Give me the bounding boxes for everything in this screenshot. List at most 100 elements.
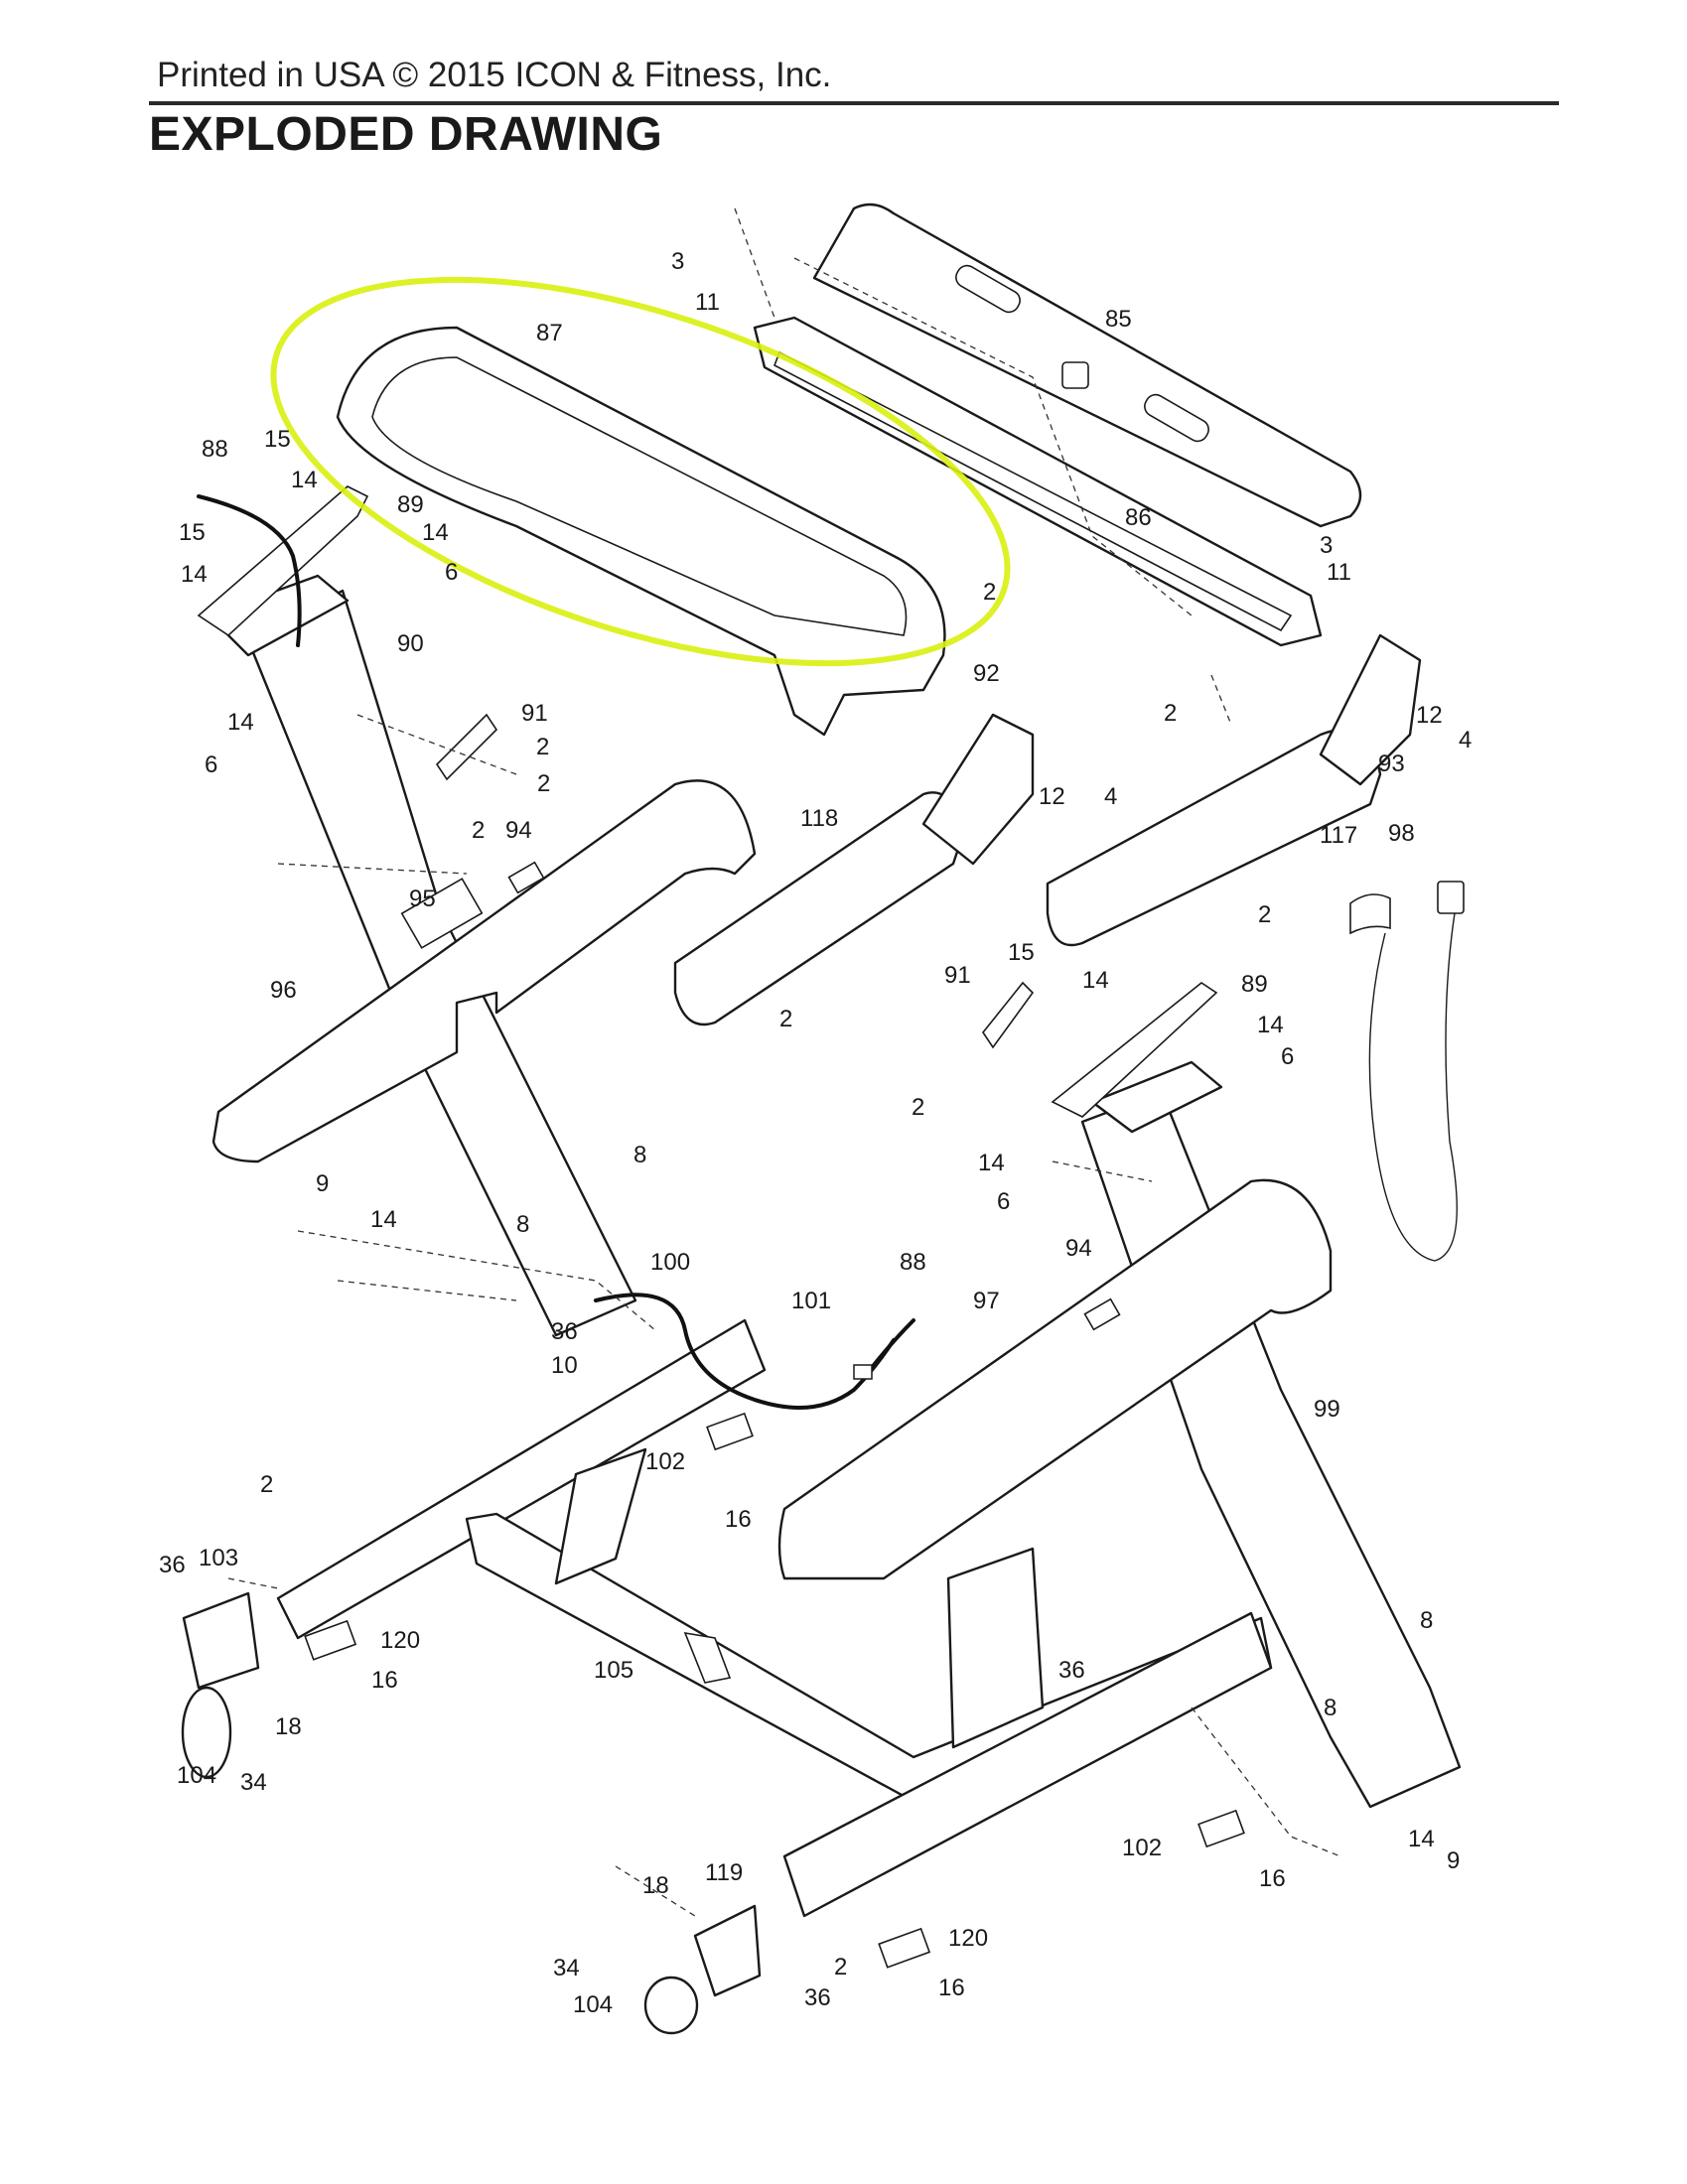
callout-98: 98 bbox=[1388, 820, 1415, 847]
callout-120a: 120 bbox=[380, 1627, 420, 1654]
part-88-wire-upper bbox=[197, 494, 302, 647]
callout-6c: 6 bbox=[1281, 1043, 1294, 1070]
callout-87: 87 bbox=[536, 320, 563, 346]
callout-118: 118 bbox=[800, 805, 838, 832]
callout-16c: 16 bbox=[1259, 1865, 1286, 1892]
callout-6a: 6 bbox=[445, 559, 458, 586]
page-title: EXPLODED DRAWING bbox=[149, 108, 663, 161]
callout-8b: 8 bbox=[516, 1211, 529, 1238]
part-86-console-frame-inner bbox=[773, 350, 1293, 632]
part-105-base-frame bbox=[276, 1318, 1273, 1918]
callout-36b: 36 bbox=[159, 1552, 186, 1578]
callout-16b: 16 bbox=[371, 1667, 398, 1694]
callout-2b: 2 bbox=[1164, 700, 1177, 727]
part-100-wire bbox=[594, 1293, 896, 1410]
callout-14i: 14 bbox=[1408, 1826, 1435, 1852]
callout-93: 93 bbox=[1378, 751, 1405, 777]
callout-88b: 88 bbox=[900, 1249, 926, 1276]
part-103-foot-left bbox=[182, 1591, 260, 1690]
callout-4b: 4 bbox=[1459, 727, 1472, 753]
callout-119: 119 bbox=[705, 1859, 743, 1886]
callout-2c: 2 bbox=[536, 734, 549, 760]
callout-8c: 8 bbox=[1420, 1607, 1433, 1634]
callout-91b: 91 bbox=[944, 962, 971, 989]
callout-10: 10 bbox=[551, 1352, 578, 1379]
callout-8a: 8 bbox=[633, 1142, 646, 1168]
callout-15b: 15 bbox=[179, 519, 206, 546]
callout-36d: 36 bbox=[804, 1984, 831, 2011]
callout-2j: 2 bbox=[834, 1954, 847, 1980]
callout-9b: 9 bbox=[1447, 1847, 1460, 1874]
callout-14f: 14 bbox=[1257, 1012, 1284, 1038]
header-rule bbox=[149, 101, 1559, 105]
callout-14h: 14 bbox=[370, 1206, 397, 1233]
callout-89a: 89 bbox=[397, 491, 424, 518]
callout-2f: 2 bbox=[1258, 901, 1271, 928]
part-120-leveler-right bbox=[878, 1927, 931, 1969]
part-96-hood-left bbox=[211, 779, 757, 1163]
callout-18a: 18 bbox=[275, 1713, 302, 1740]
callout-34b: 34 bbox=[553, 1955, 580, 1981]
part-95-decal bbox=[400, 878, 484, 949]
callout-14g: 14 bbox=[978, 1150, 1005, 1176]
part-104-wheel-right bbox=[643, 1976, 699, 2035]
part-89-upright-cap-left bbox=[207, 574, 350, 657]
part-97-hood-right bbox=[777, 1178, 1333, 1580]
callout-14d: 14 bbox=[227, 709, 254, 736]
part-102-leveler-left bbox=[706, 1412, 754, 1451]
callout-3b: 3 bbox=[1320, 532, 1333, 559]
callout-15c: 15 bbox=[1008, 939, 1035, 966]
part-120-leveler-left bbox=[304, 1619, 357, 1661]
part-85-console-key bbox=[1061, 361, 1089, 389]
callout-117: 117 bbox=[1320, 822, 1357, 849]
callout-97: 97 bbox=[973, 1288, 1000, 1314]
part-118-handlebar-cover-left bbox=[673, 791, 965, 1026]
callout-3a: 3 bbox=[671, 248, 684, 275]
callout-86: 86 bbox=[1125, 504, 1152, 531]
callout-102b: 102 bbox=[1122, 1835, 1162, 1861]
callout-91a: 91 bbox=[521, 700, 548, 727]
callout-2e: 2 bbox=[472, 817, 485, 844]
callout-14b: 14 bbox=[422, 519, 449, 546]
callout-34a: 34 bbox=[240, 1769, 267, 1796]
callout-16a: 16 bbox=[725, 1506, 752, 1533]
callout-94a: 94 bbox=[505, 817, 532, 844]
callout-104a: 104 bbox=[177, 1762, 216, 1789]
callout-105: 105 bbox=[594, 1657, 633, 1684]
callout-2h: 2 bbox=[912, 1094, 924, 1121]
callout-101: 101 bbox=[791, 1288, 831, 1314]
callout-4a: 4 bbox=[1104, 783, 1117, 810]
callout-2g: 2 bbox=[779, 1006, 792, 1032]
part-85-console-slot-2 bbox=[1144, 393, 1209, 443]
callout-8d: 8 bbox=[1324, 1695, 1336, 1721]
part-98-safety-key-clip bbox=[1349, 893, 1391, 935]
part-119-foot-right bbox=[693, 1904, 762, 1997]
part-94-decal-right bbox=[1083, 1297, 1121, 1331]
part-88-wire-lower bbox=[872, 1318, 915, 1367]
part-102-leveler-right bbox=[1197, 1809, 1245, 1848]
assembly-dash-lines bbox=[227, 207, 1341, 1917]
part-89-bracket-right bbox=[1051, 982, 1218, 1118]
part-93-handlebar-right bbox=[1319, 633, 1422, 786]
callout-2d: 2 bbox=[537, 770, 550, 797]
callout-89b: 89 bbox=[1241, 971, 1268, 998]
part-89-upright-cap-right bbox=[1090, 1060, 1223, 1134]
callout-18b: 18 bbox=[642, 1872, 669, 1899]
callout-16d: 16 bbox=[938, 1975, 965, 2001]
callout-95: 95 bbox=[409, 886, 436, 912]
callout-14e: 14 bbox=[1082, 967, 1109, 994]
callout-14a: 14 bbox=[291, 467, 318, 493]
callout-36c: 36 bbox=[1058, 1657, 1085, 1684]
part-104-wheel-left bbox=[181, 1686, 232, 1779]
callout-90: 90 bbox=[397, 630, 424, 657]
printed-copyright-line: Printed in USA © 2015 ICON & Fitness, In… bbox=[157, 56, 832, 94]
callout-6d: 6 bbox=[997, 1188, 1010, 1215]
part-94-decal-left bbox=[507, 861, 545, 894]
callout-6b: 6 bbox=[205, 751, 217, 778]
part-91-bracket-right bbox=[982, 981, 1035, 1049]
callout-99: 99 bbox=[1314, 1396, 1340, 1423]
callout-12b: 12 bbox=[1416, 702, 1443, 729]
callout-labels: 87 85 86 3 11 3 11 2 2 88 15 14 89 15 14… bbox=[159, 248, 1472, 2018]
